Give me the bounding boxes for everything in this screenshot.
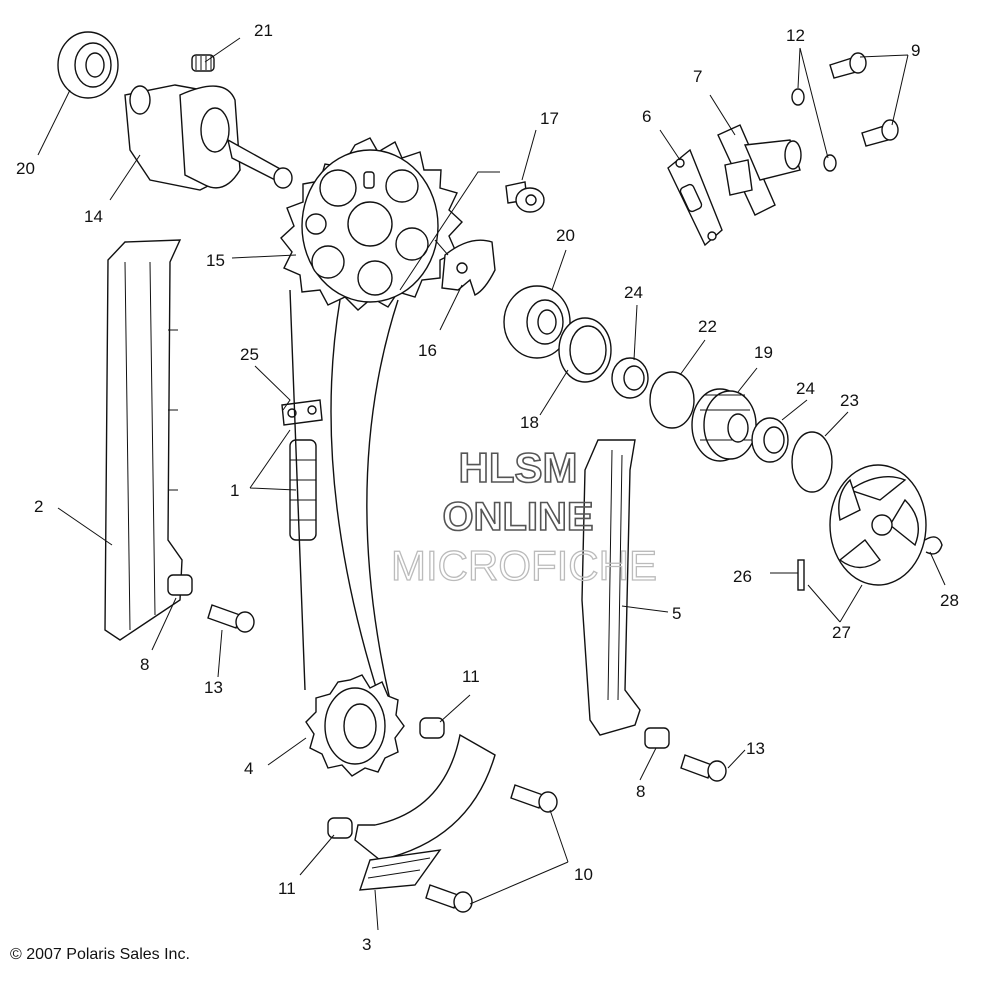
part-8-sleeve-left [167, 574, 193, 596]
part-9-bolt-lower [861, 119, 899, 147]
part-20-bearing-top [57, 31, 119, 99]
part-12-washer-lower [823, 154, 837, 172]
part-15-cam-sprocket [280, 137, 463, 311]
part-11-dowel-upper [419, 717, 445, 739]
callout-1: 1 [230, 481, 239, 500]
part-7-tensioner [717, 124, 802, 216]
watermark-line3: MICROFICHE [391, 542, 657, 589]
callout-7: 7 [693, 67, 702, 86]
part-19-hub [691, 388, 757, 462]
callout-23: 23 [840, 391, 859, 410]
callout-12: 12 [786, 26, 805, 45]
watermark-line2: ONLINE [442, 495, 593, 539]
callout-24-b: 24 [796, 379, 815, 398]
callout-3: 3 [362, 935, 371, 954]
callout-24-a: 24 [624, 283, 643, 302]
part-18-washer [558, 317, 612, 383]
callout-20-top: 20 [16, 159, 35, 178]
callout-13-left: 13 [204, 678, 223, 697]
part-27-impeller [829, 464, 927, 586]
leader-lines [37, 37, 946, 931]
part-6-gasket [667, 148, 723, 247]
part-14-cam-holder [124, 84, 293, 191]
part-16-shoe [434, 239, 496, 296]
callout-11-lower: 11 [278, 879, 296, 898]
callout-21: 21 [254, 21, 273, 40]
callout-2: 2 [34, 497, 43, 516]
part-23-o-ring [791, 431, 833, 493]
part-11-dowel-lower [327, 817, 353, 839]
part-4-crank-sprocket [305, 674, 405, 777]
watermark-line1: HLSM [459, 444, 578, 491]
part-9-bolt-upper [829, 52, 867, 79]
callout-19: 19 [754, 343, 773, 362]
callout-27: 27 [832, 623, 851, 642]
part-24-bearing-b [751, 417, 789, 463]
callout-28: 28 [940, 591, 959, 610]
callout-25: 25 [240, 345, 259, 364]
part-3-lower-guide [354, 733, 496, 891]
part-20-bearing-mid [503, 285, 571, 359]
part-2-chain-guide [104, 239, 183, 641]
part-28-clip [924, 536, 943, 555]
part-13-bolt-right [680, 754, 727, 782]
part-17-bolt [505, 181, 545, 213]
cam-chain [289, 289, 399, 701]
callout-8-right: 8 [636, 782, 645, 801]
part-25-link-plate [281, 399, 323, 426]
callout-10: 10 [574, 865, 593, 884]
callout-11-upper: 11 [462, 667, 480, 686]
callout-16: 16 [418, 341, 437, 360]
part-8-sleeve-right [644, 727, 670, 749]
part-12-washer-upper [791, 88, 805, 106]
callouts: 21 20 14 15 17 16 20 18 24 22 19 24 23 6… [16, 21, 959, 954]
part-13-bolt-left [207, 604, 255, 633]
copyright-notice: © 2007 Polaris Sales Inc. [10, 946, 190, 963]
watermark: HLSM ONLINE MICROFICHE [390, 443, 657, 589]
callout-18: 18 [520, 413, 539, 432]
callout-15: 15 [206, 251, 225, 270]
callout-9: 9 [911, 41, 920, 60]
callout-8-left: 8 [140, 655, 149, 674]
callout-22: 22 [698, 317, 717, 336]
part-5-chain-guide [581, 439, 641, 736]
part-26-pin [797, 559, 805, 591]
callout-17: 17 [540, 109, 559, 128]
callout-13-right: 13 [746, 739, 765, 758]
callout-4: 4 [244, 759, 253, 778]
part-24-bearing-a [611, 357, 649, 399]
callout-26: 26 [733, 567, 752, 586]
callout-5: 5 [672, 604, 681, 623]
callout-14: 14 [84, 207, 103, 226]
part-10-bolt-lower [425, 884, 473, 913]
callout-6: 6 [642, 107, 651, 126]
part-10-bolt-upper [510, 784, 558, 813]
part-21-spring [191, 54, 215, 72]
part-22-o-ring [649, 371, 695, 429]
callout-20-mid: 20 [556, 226, 575, 245]
